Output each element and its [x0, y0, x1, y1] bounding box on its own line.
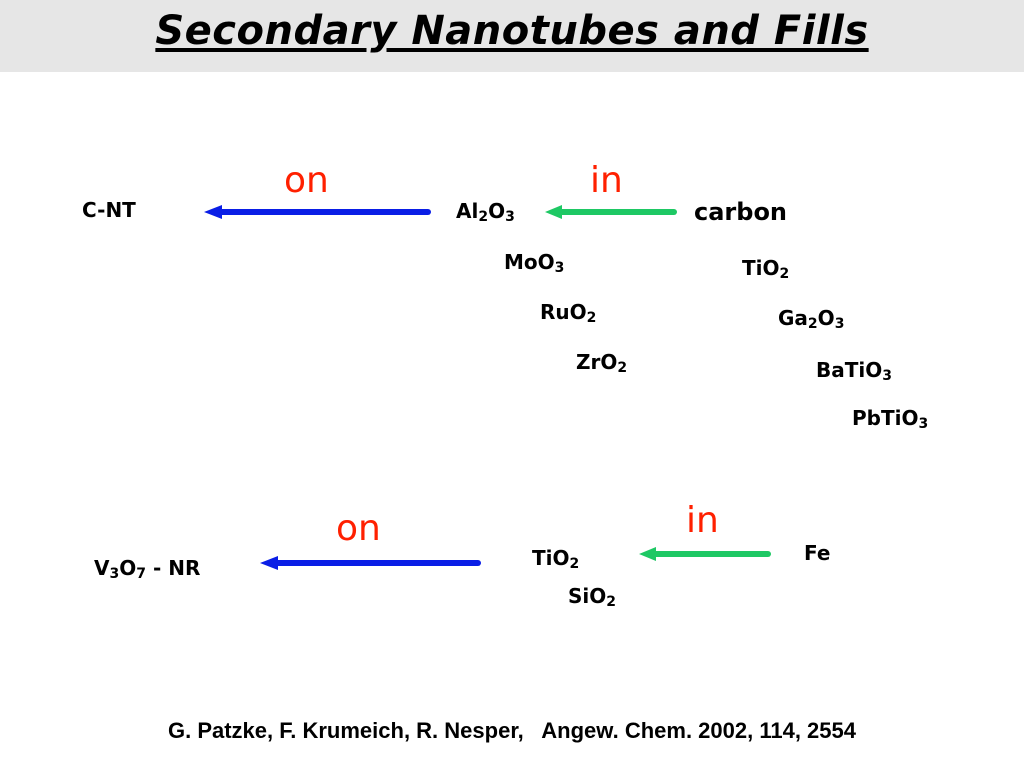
template-al2o3: Al2O3: [456, 199, 515, 225]
source-list-item: Ga2O3: [778, 306, 845, 332]
source-list-item: PbTiO3: [852, 406, 929, 432]
source-list-item: TiO2: [742, 256, 790, 282]
relation-in-label-1: in: [590, 160, 623, 201]
source-list-item: BaTiO3: [816, 358, 892, 384]
title-bar: [0, 0, 1024, 72]
on-arrow-1-head: [204, 205, 222, 219]
template-list-item: RuO2: [540, 300, 597, 326]
template-list-item: MoO3: [504, 250, 565, 276]
in-arrow-1: [545, 205, 677, 219]
slide-title: Secondary Nanotubes and Fills: [155, 8, 869, 54]
relation-on-label-2: on: [336, 508, 381, 549]
product-c-nt: C-NT: [82, 198, 136, 222]
in-arrow-2-head: [639, 547, 656, 561]
relation-on-label-1: on: [284, 160, 329, 201]
template-list-item: ZrO2: [576, 350, 628, 376]
citation: G. Patzke, F. Krumeich, R. Nesper, Angew…: [167, 718, 856, 743]
template-tio2: TiO2: [532, 546, 580, 572]
product-v3o7-nr: V3O7 - NR: [94, 556, 201, 582]
in-arrow-1-head: [545, 205, 562, 219]
template-sio2: SiO2: [568, 584, 617, 610]
on-arrow-2: [260, 556, 481, 570]
on-arrow-2-head: [260, 556, 278, 570]
relation-in-label-2: in: [686, 500, 719, 541]
source-carbon: carbon: [694, 198, 788, 226]
source-fe: Fe: [804, 541, 831, 565]
in-arrow-2: [639, 547, 771, 561]
on-arrow-1: [204, 205, 431, 219]
